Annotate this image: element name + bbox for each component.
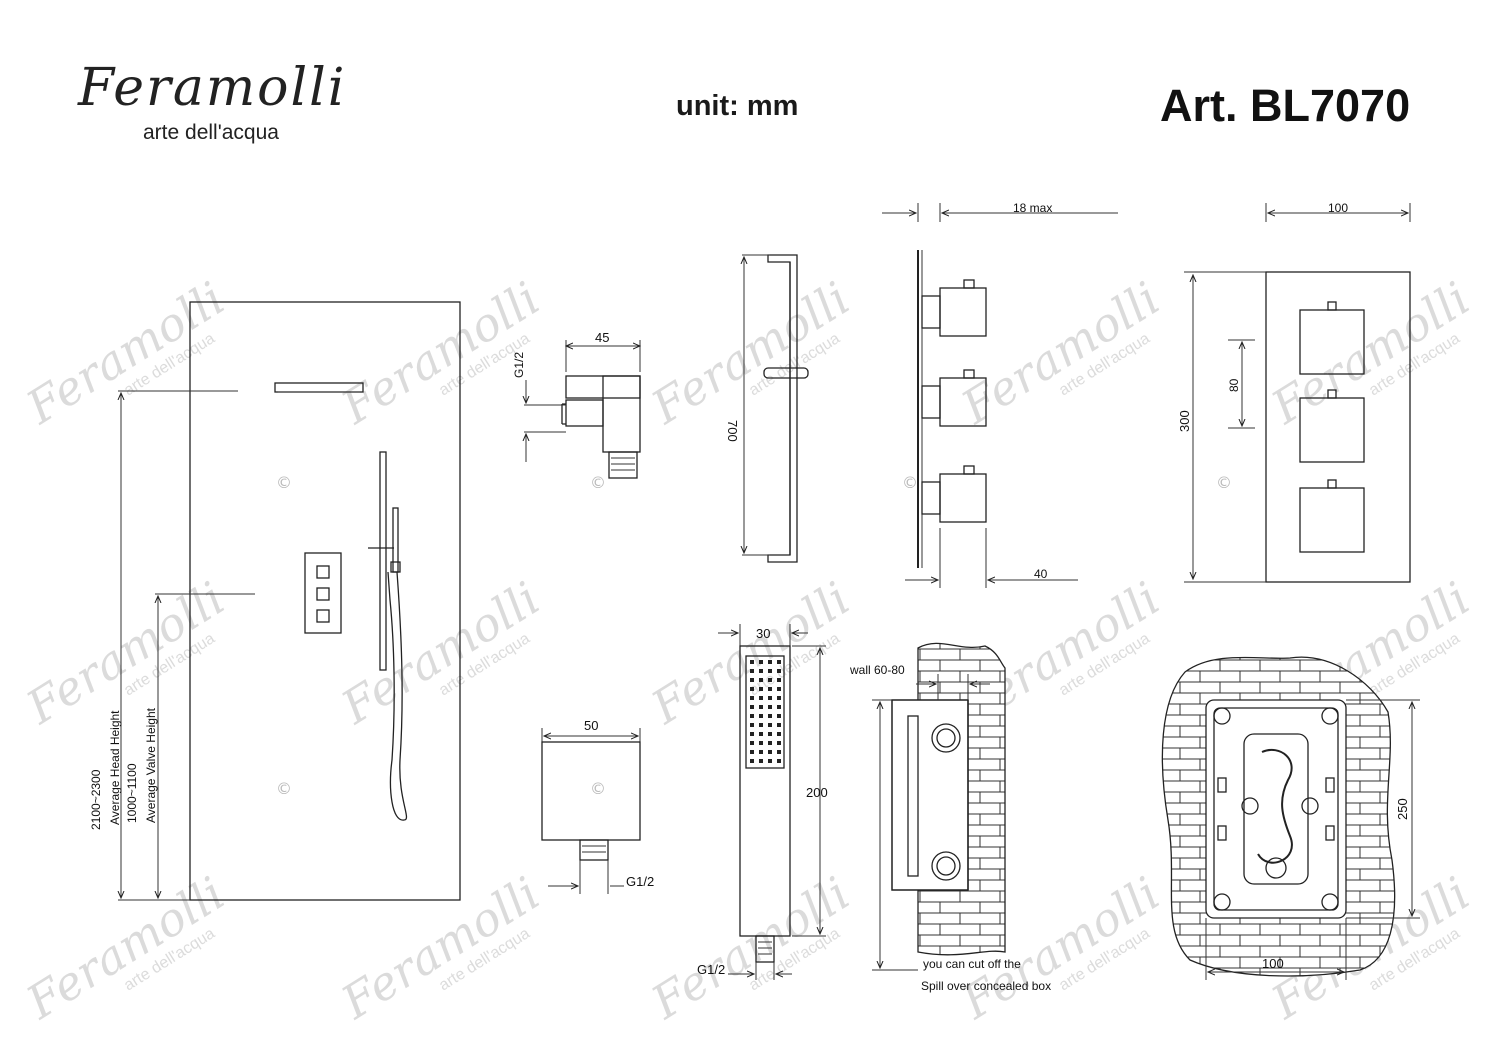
nozzle [777, 714, 781, 718]
elbow-width: 45 [595, 330, 609, 345]
copyright-mark: © [276, 779, 292, 798]
nozzle [777, 759, 781, 763]
slide-rail: 700 [725, 254, 809, 563]
nozzle [750, 750, 754, 754]
nozzle [777, 669, 781, 673]
valve-front-view: 100 300 80 [1177, 201, 1411, 583]
hose [387, 571, 408, 821]
outlet-thread: G1/2 [626, 874, 654, 889]
nozzle [768, 714, 772, 718]
nozzle [750, 678, 754, 682]
nozzle [768, 696, 772, 700]
nozzle [759, 678, 763, 682]
hand-shower-length: 200 [806, 785, 828, 800]
nozzle [750, 669, 754, 673]
nozzle [777, 687, 781, 691]
copyright-mark: © [590, 779, 606, 798]
valve-side-view: 18 max 40 [882, 201, 1118, 588]
nozzle [759, 750, 763, 754]
nozzle [768, 687, 772, 691]
hand-shower-nozzles [750, 660, 781, 763]
nozzle [768, 660, 772, 664]
valve-knob-depth: 40 [1034, 567, 1048, 581]
nozzle [759, 732, 763, 736]
hand-shower-width: 30 [756, 626, 770, 641]
nozzle [759, 696, 763, 700]
outlet-width: 50 [584, 718, 598, 733]
wall-range: wall 60-80 [849, 663, 905, 677]
nozzle [768, 678, 772, 682]
concealed-box-front: 250 100 [1161, 656, 1420, 980]
nozzle [750, 741, 754, 745]
nozzle [759, 714, 763, 718]
box-width: 100 [1262, 956, 1284, 971]
head-height-label: Average Head Height [108, 710, 122, 825]
nozzle [759, 723, 763, 727]
valve-body [1257, 749, 1293, 864]
nozzle [750, 660, 754, 664]
nozzle [759, 669, 763, 673]
head-height-range: 2100~2300 [89, 769, 103, 830]
knob-spacing: 80 [1227, 378, 1241, 392]
box-height: 250 [1395, 798, 1410, 820]
wall-elbow: 45 G1/2 [512, 330, 640, 479]
nozzle [750, 705, 754, 709]
plate-height: 300 [1177, 410, 1192, 432]
nozzle [768, 759, 772, 763]
concealed-box-side: wall 60-80 you can cut off the Spill ove… [849, 642, 1051, 993]
nozzle [750, 759, 754, 763]
nozzle [750, 687, 754, 691]
brand-logo-name: Feramolli [78, 58, 347, 118]
nozzle [777, 741, 781, 745]
nozzle [750, 696, 754, 700]
copyright-mark: © [1216, 473, 1232, 492]
rail-length: 700 [725, 420, 740, 442]
copyright-mark: © [276, 473, 292, 492]
nozzle [777, 705, 781, 709]
brand-logo-tagline: arte dell'acqua [143, 121, 279, 144]
unit-label: unit: mm [676, 90, 799, 122]
copyright-mark: © [902, 473, 918, 492]
nozzle [768, 723, 772, 727]
nozzle [768, 669, 772, 673]
nozzle [777, 750, 781, 754]
valve-depth-max: 18 max [1013, 201, 1052, 215]
slide-rail-small [379, 451, 387, 671]
nozzle [777, 732, 781, 736]
nozzle [777, 678, 781, 682]
nozzle [759, 687, 763, 691]
nozzle [759, 705, 763, 709]
nozzle [777, 660, 781, 664]
installation-elevation: 2100~2300 Average Head Height 1000~1100 … [89, 301, 461, 901]
nozzle [768, 750, 772, 754]
nozzle [759, 741, 763, 745]
hand-shower: 30 200 G1/2 [697, 624, 828, 980]
hand-shower-thread: G1/2 [697, 962, 725, 977]
box-note-2: Spill over concealed box [921, 979, 1051, 993]
nozzle [777, 723, 781, 727]
nozzle [759, 759, 763, 763]
nozzle [777, 696, 781, 700]
box-note-1: you can cut off the [923, 957, 1021, 971]
wall-outlet: 50 G1/2 [541, 718, 654, 894]
nozzle [750, 714, 754, 718]
nozzle [759, 660, 763, 664]
plate-width: 100 [1328, 201, 1348, 215]
elbow-thread: G1/2 [512, 352, 526, 378]
shower-wall-panel [189, 301, 461, 901]
valve-height-label: Average Valve Height [144, 707, 158, 823]
valve-plate [1265, 271, 1411, 583]
nozzle [768, 741, 772, 745]
valve-plate-small [304, 552, 342, 634]
nozzle [768, 705, 772, 709]
copyright-mark: © [590, 473, 606, 492]
nozzle [750, 723, 754, 727]
article-number: Art. BL7070 [1160, 80, 1411, 131]
valve-height-range: 1000~1100 [125, 763, 139, 823]
nozzle [768, 732, 772, 736]
nozzle [750, 732, 754, 736]
